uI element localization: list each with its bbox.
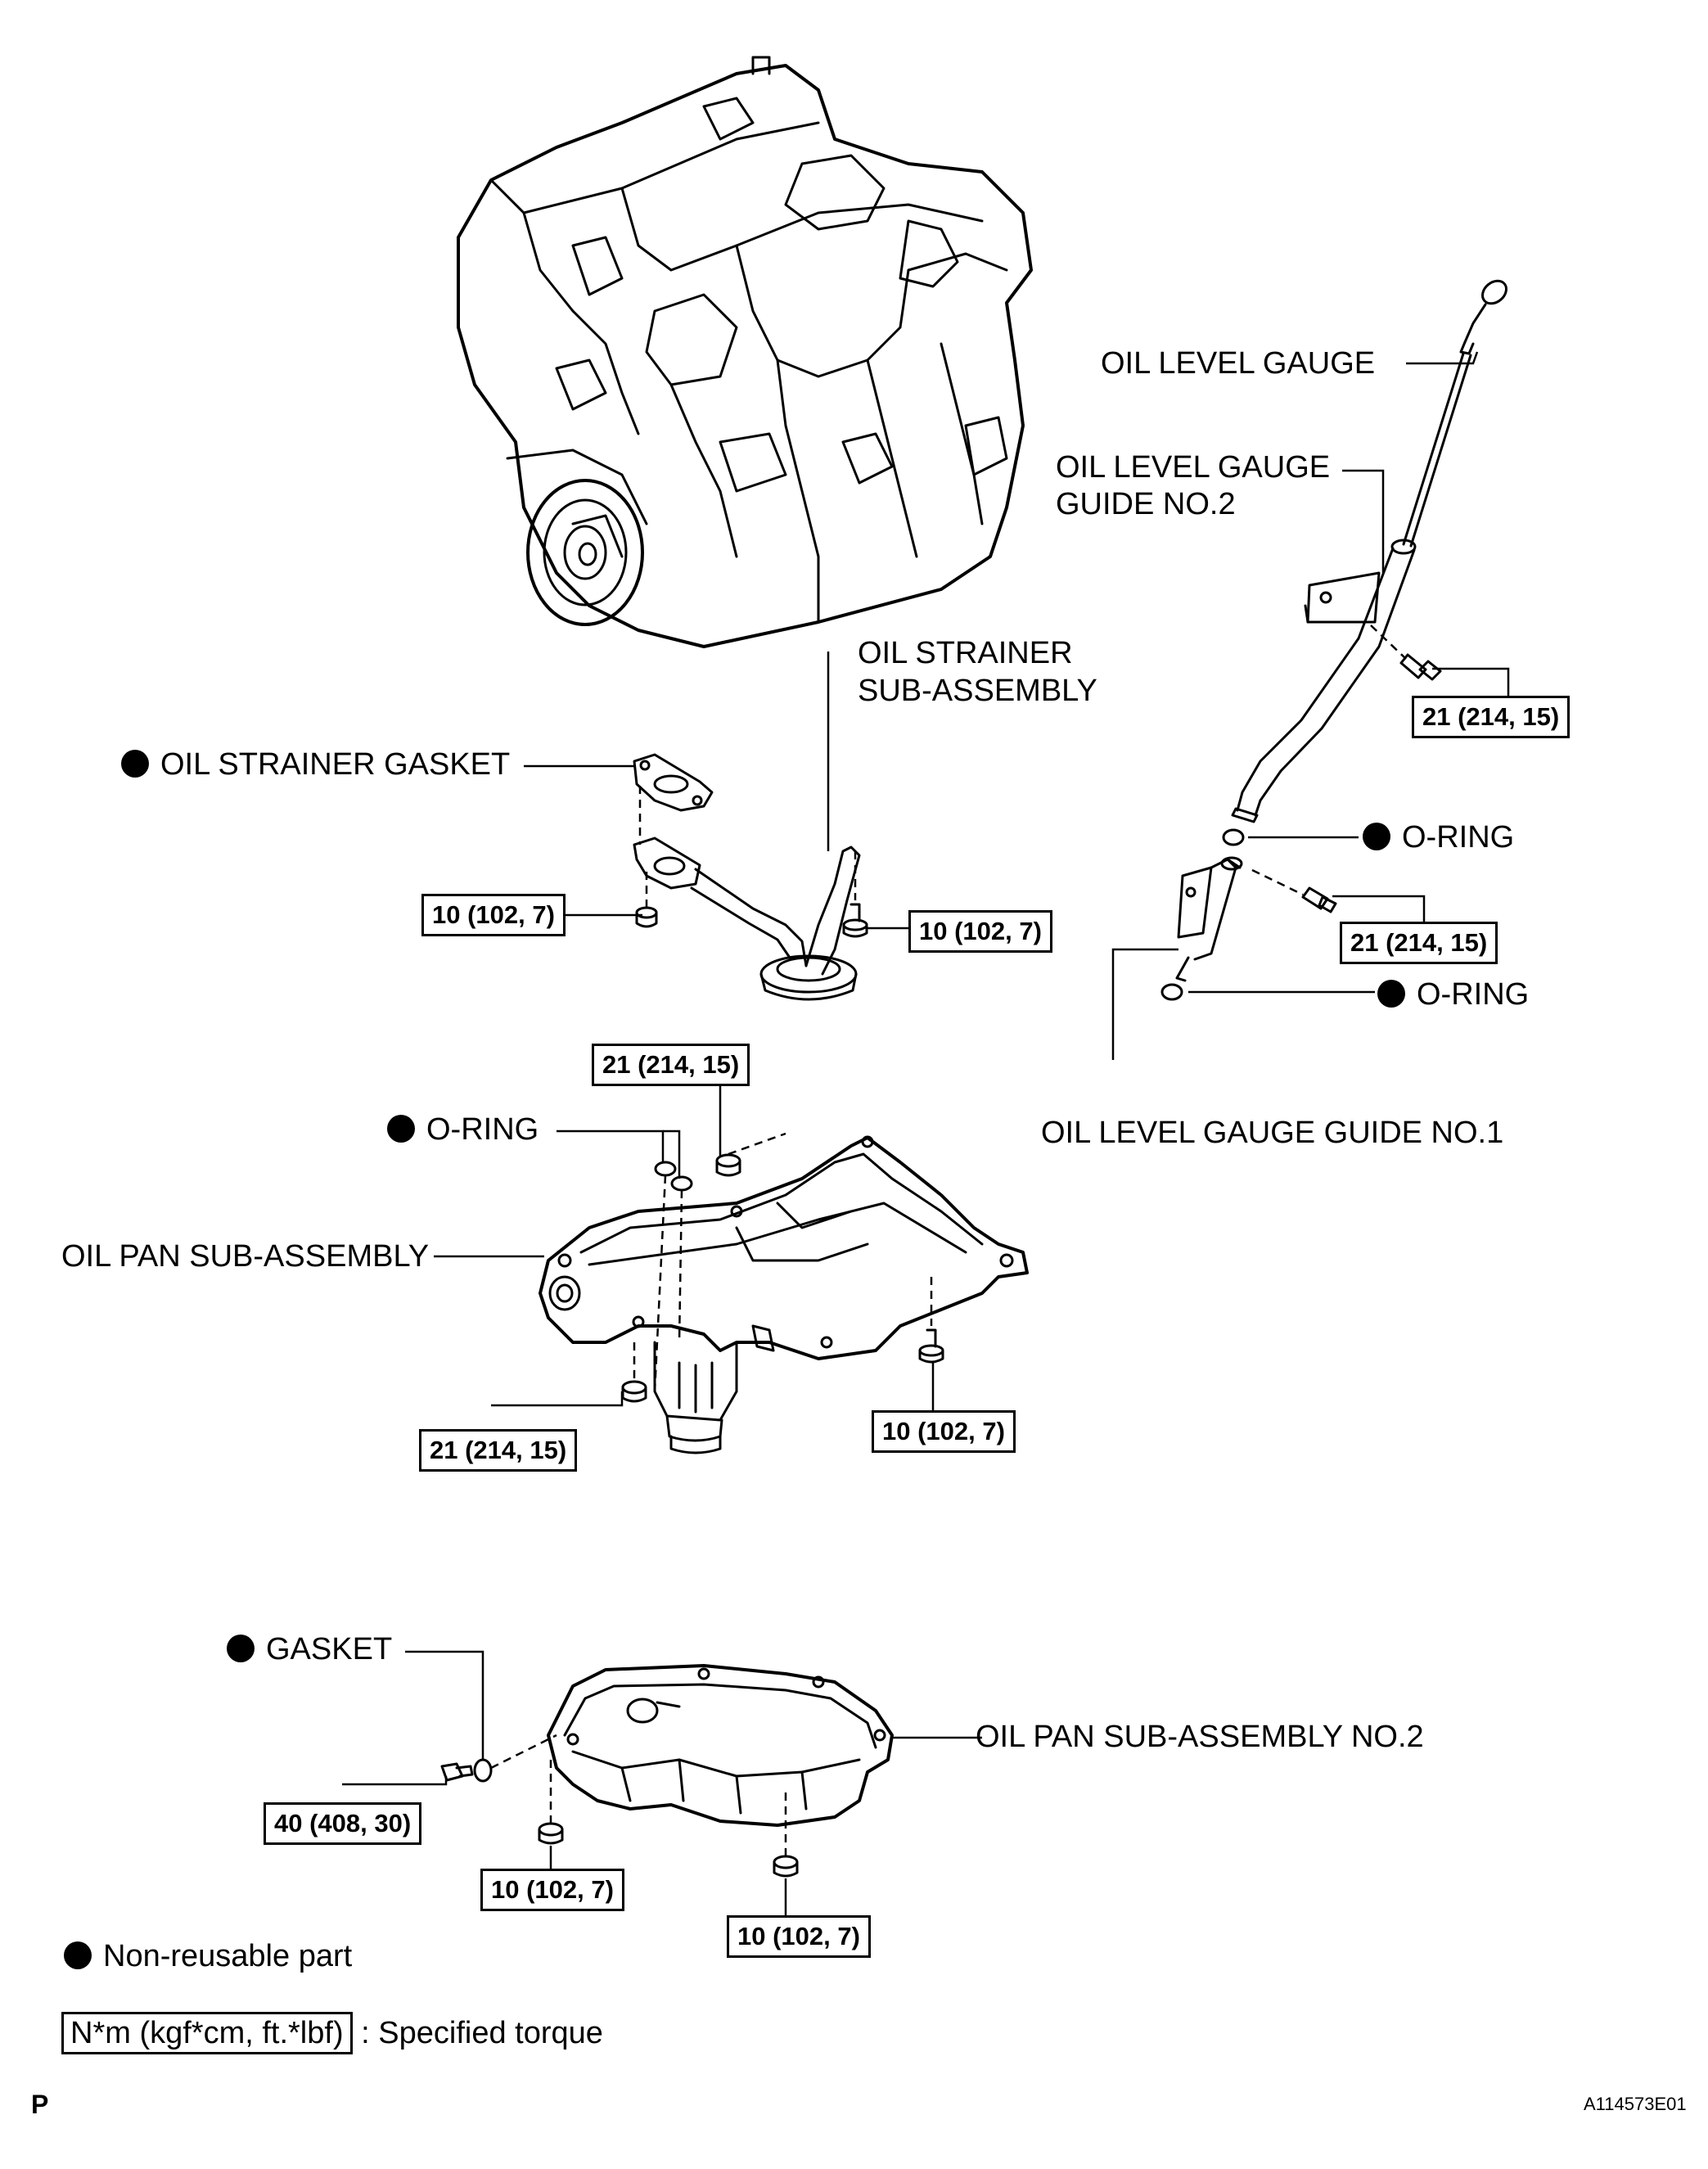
guide-no2-bolt (1399, 653, 1442, 681)
o-ring-lower-part (1160, 983, 1183, 1001)
label-oil-pan: OIL PAN SUB-ASSEMBLY (61, 1239, 430, 1274)
pan2-right-nut (773, 1855, 799, 1878)
torque-strainer-right: 10 (102, 7) (908, 910, 1052, 953)
label-gauge-guide-no2-line1: OIL LEVEL GAUGE (1056, 450, 1331, 485)
o-ring-pan-a (654, 1161, 677, 1177)
leader-lines (342, 351, 1510, 1915)
label-o-ring-upper: O-RING (1363, 819, 1514, 855)
non-reusable-dot-icon (227, 1635, 255, 1662)
torque-pan2-right-nut: 10 (102, 7) (727, 1915, 871, 1958)
non-reusable-dot-icon (1363, 823, 1390, 850)
pan-top-nut (715, 1153, 741, 1177)
non-reusable-dot-icon (64, 1941, 92, 1969)
pan-bottom-nut (621, 1380, 647, 1403)
gauge-guide-no2-part (1231, 539, 1417, 823)
torque-description: : Specified torque (361, 2016, 603, 2050)
label-oil-pan-no2: OIL PAN SUB-ASSEMBLY NO.2 (976, 1720, 1424, 1754)
torque-pan-top-nut: 21 (214, 15) (592, 1044, 750, 1086)
oil-pan-part (539, 1135, 1029, 1454)
non-reusable-dot-icon (121, 750, 149, 778)
legend-non-reusable: Non-reusable part (64, 1938, 352, 1974)
strainer-left-nut (635, 906, 658, 928)
torque-pan2-left-nut: 10 (102, 7) (480, 1869, 624, 1911)
drain-plug-part (440, 1762, 474, 1782)
label-gauge-guide-no1: OIL LEVEL GAUGE GUIDE NO.1 (1041, 1116, 1504, 1150)
pan2-left-nut (538, 1822, 564, 1845)
label-gauge-guide-no2-line2: GUIDE NO.2 (1056, 487, 1236, 521)
guide-no1-bolt (1301, 886, 1337, 913)
o-ring-pan-b (670, 1175, 693, 1192)
label-gasket: GASKET (227, 1631, 392, 1667)
torque-guide-no2-bolt: 21 (214, 15) (1412, 696, 1571, 738)
dashed-lines (490, 625, 1407, 1856)
torque-pan-right-bolt: 10 (102, 7) (872, 1410, 1016, 1453)
pan-right-bolt (918, 1328, 944, 1364)
label-oil-level-gauge: OIL LEVEL GAUGE (1101, 346, 1376, 381)
non-reusable-dot-icon (387, 1115, 415, 1143)
figure-id: A114573E01 (1584, 2094, 1687, 2114)
label-strainer-line2: SUB-ASSEMBLY (858, 674, 1097, 708)
torque-drain-plug: 40 (408, 30) (264, 1802, 422, 1845)
label-strainer-gasket: OIL STRAINER GASKET (121, 746, 510, 782)
torque-strainer-left: 10 (102, 7) (421, 894, 566, 936)
gauge-guide-no1-part (1175, 856, 1243, 982)
label-o-ring-lower: O-RING (1377, 976, 1529, 1012)
o-ring-upper-part (1222, 828, 1245, 846)
legend-torque: N*m (kgf*cm, ft.*lbf) : Specified torque (61, 2012, 603, 2054)
torque-pan-bottom-nut: 21 (214, 15) (419, 1429, 578, 1472)
footer-left-mark: P (31, 2090, 49, 2119)
oil-strainer-gasket-part (633, 753, 714, 812)
gasket-part (473, 1758, 493, 1783)
oil-strainer-part (633, 836, 861, 1001)
torque-guide-no1-bolt: 21 (214, 15) (1340, 922, 1498, 964)
label-strainer-line1: OIL STRAINER (858, 636, 1073, 670)
strainer-right-bolt (842, 903, 868, 938)
oil-level-gauge-part (1402, 279, 1507, 548)
oil-pan-no2-part (547, 1664, 894, 1827)
non-reusable-dot-icon (1377, 980, 1405, 1008)
torque-unit-box: N*m (kgf*cm, ft.*lbf) (61, 2012, 353, 2054)
engine-illustration (457, 56, 1033, 648)
label-o-ring-pan: O-RING (387, 1112, 539, 1148)
